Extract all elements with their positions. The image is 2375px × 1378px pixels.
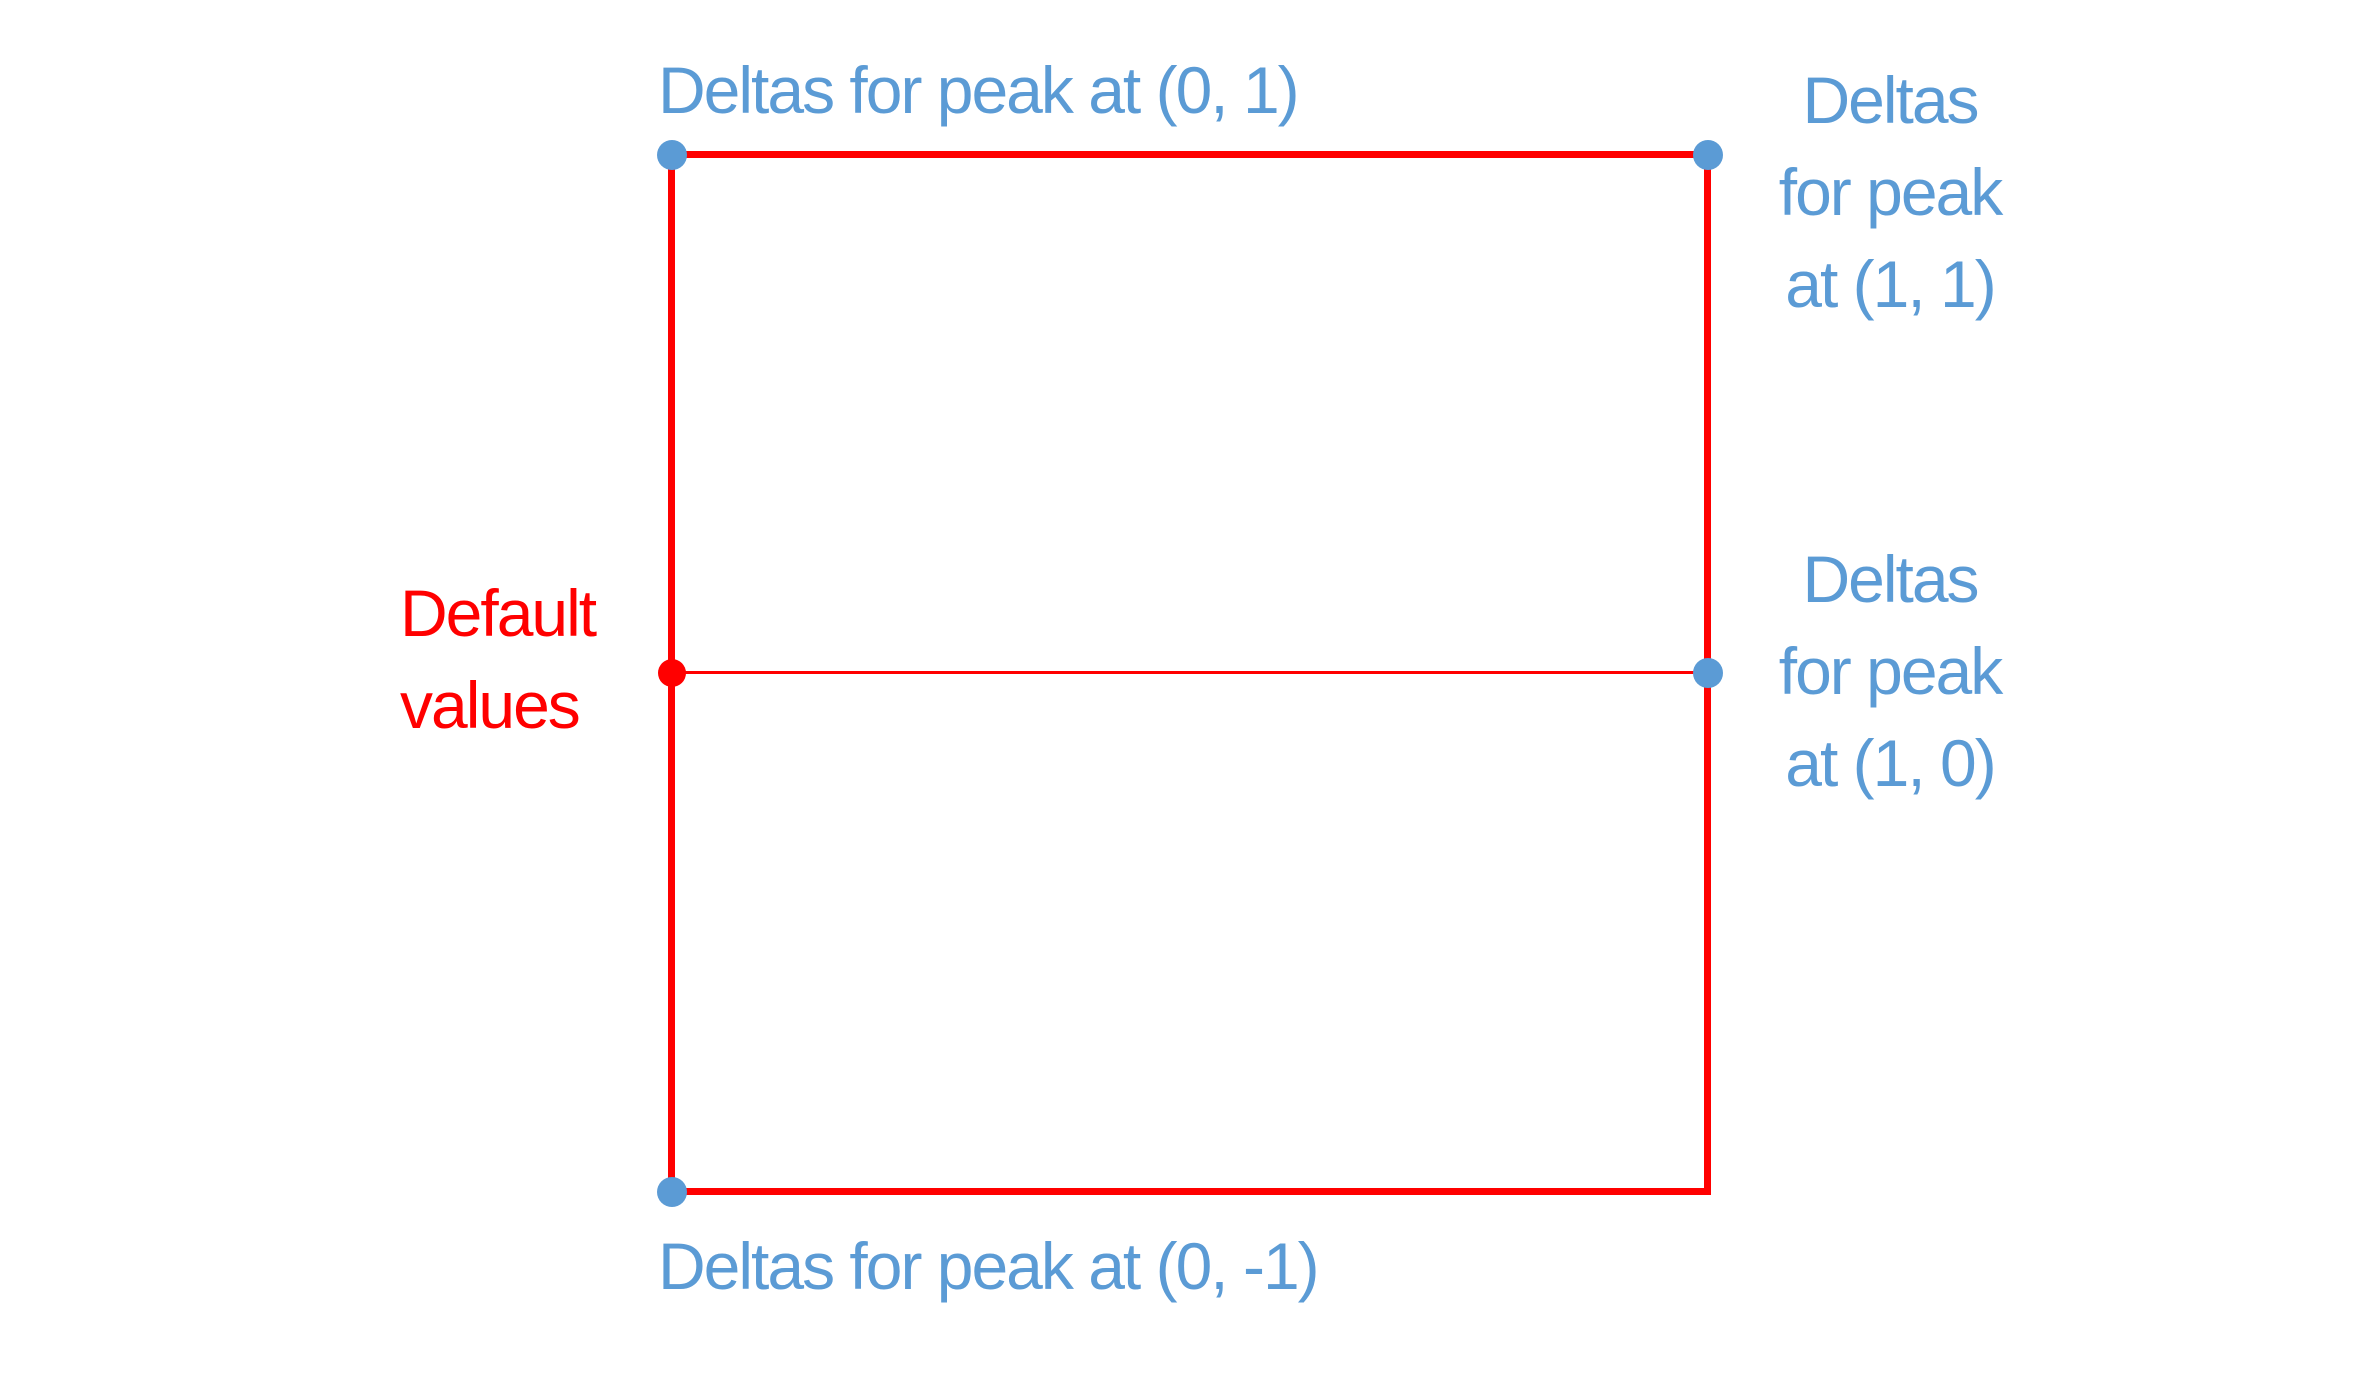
point-peak-1-1 — [1693, 140, 1723, 170]
label-peak-0-1: Deltas for peak at (0, 1) — [658, 53, 1300, 127]
label-peak-1-0-line-2: for peak — [1778, 634, 2003, 708]
point-peak-1-0 — [1693, 658, 1723, 688]
mid-horizontal-line — [672, 671, 1708, 674]
label-peak-1-0: Deltas for peak at (1, 0) — [1640, 533, 2140, 809]
label-peak-1-0-line-3: at (1, 0) — [1785, 726, 1996, 800]
label-default-values-line-1: Default — [400, 576, 597, 650]
label-peak-1-1: Deltas for peak at (1, 1) — [1640, 54, 2140, 330]
label-peak-1-1-line-1: Deltas — [1802, 63, 1979, 137]
label-peak-1-0-line-1: Deltas — [1802, 542, 1979, 616]
point-peak-0-1 — [657, 140, 687, 170]
point-default-values — [658, 659, 686, 687]
label-peak-0-neg1: Deltas for peak at (0, -1) — [658, 1229, 1320, 1303]
label-peak-1-1-line-2: for peak — [1778, 155, 2003, 229]
label-peak-1-1-line-3: at (1, 1) — [1785, 247, 1996, 321]
label-default-values: Default values — [400, 567, 597, 751]
label-default-values-line-2: values — [400, 668, 581, 742]
point-peak-0-neg1 — [657, 1177, 687, 1207]
